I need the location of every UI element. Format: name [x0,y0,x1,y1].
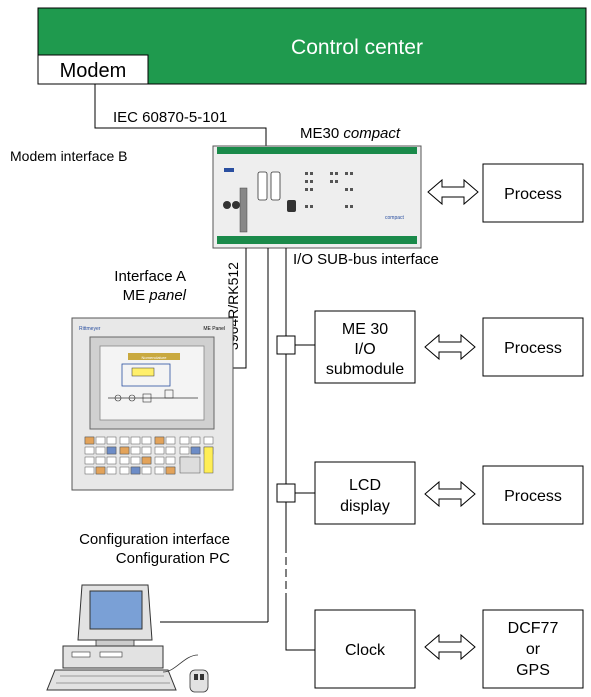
submodule-line2: I/O [354,341,375,358]
modem-interface-label: Modem interface B [10,148,128,164]
clock-box [314,609,416,689]
dcf-line2: or [526,641,541,658]
configuration-pc [46,584,209,693]
config-pc-label: Configuration PC [116,550,230,567]
dcf-box [482,609,584,689]
modem-label: Modem [60,60,127,82]
process-label-2: Process [504,340,562,357]
me-panel-device: Rittmeyer ME Panel Nomenclature [71,317,234,491]
process-box-1 [482,163,584,223]
dcf-line1: DCF77 [508,620,559,637]
config-interface-label: Configuration interface [79,531,230,548]
process-label-1: Process [504,186,562,203]
mouse-icon [189,669,209,693]
io-subbus-label: I/O SUB-bus interface [293,251,439,268]
interface-a-label: Interface A [114,268,186,285]
me-panel-label: ME panel [123,287,187,304]
panel-brand: Rittmeyer [79,326,101,332]
process-box-3 [482,465,584,525]
process-box-2 [482,317,584,377]
compact-badge: compact [385,215,405,221]
device-name: ME30 compact [300,125,401,142]
control-center-title: Control center [291,36,423,59]
lcd-box [314,461,416,525]
dcf-line3: GPS [516,662,550,679]
modem-link-line [94,84,267,146]
clock-label: Clock [345,642,386,659]
submodule-line3: submodule [326,361,404,378]
lcd-line1: LCD [349,477,381,494]
me30-compact-device: compact [212,145,422,249]
subbus-to-clock [285,595,315,651]
panel-screen-title: Nomenclature [142,355,168,360]
process-label-3: Process [504,488,562,505]
panel-model: ME Panel [203,326,225,332]
lcd-line2: display [340,498,390,515]
submodule-line1: ME 30 [342,321,388,338]
tap-lcd [276,483,296,503]
submodule-box [314,310,416,384]
serial-line [233,248,247,369]
modem-box [37,54,149,85]
iec-label: IEC 60870-5-101 [113,109,227,126]
tap-submodule [276,335,296,355]
